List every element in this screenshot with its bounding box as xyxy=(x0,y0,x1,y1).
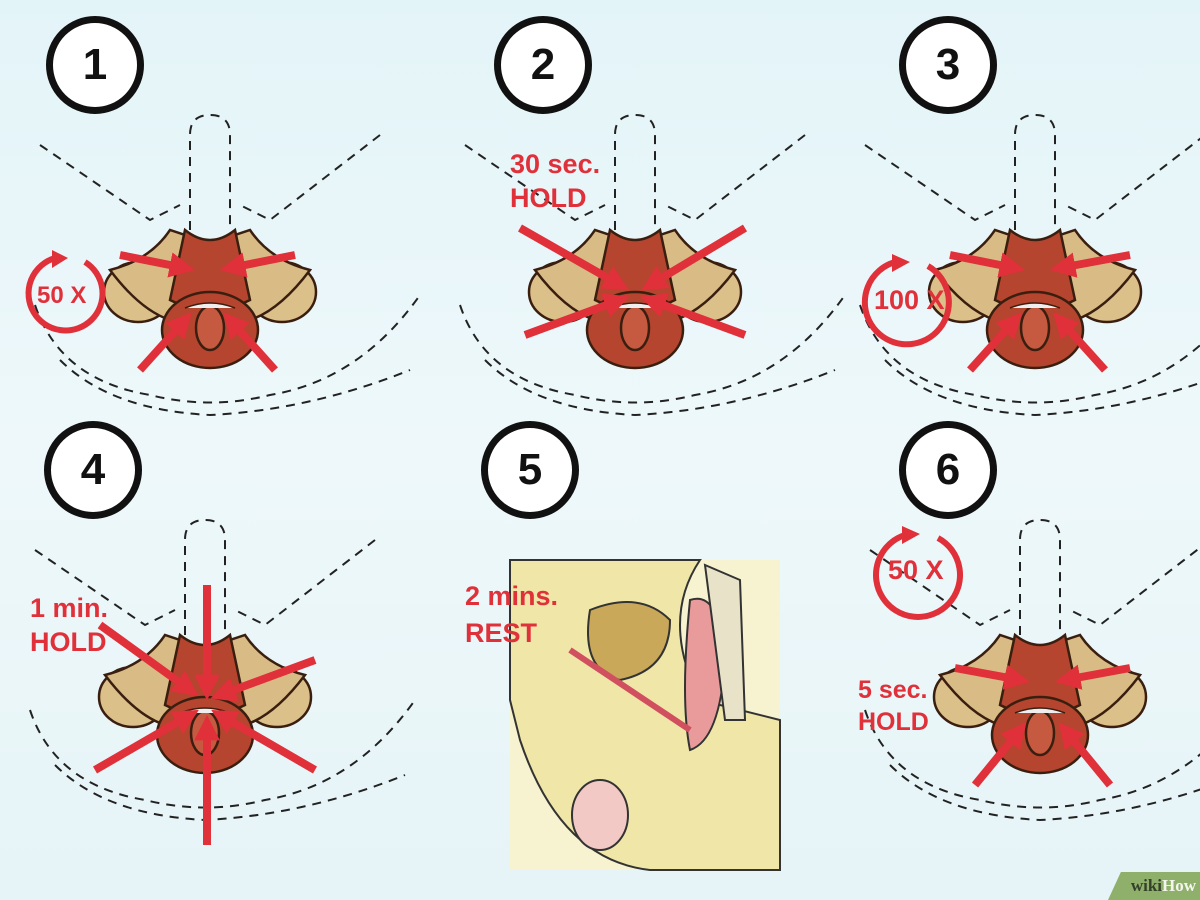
step-3-arrows xyxy=(949,251,1131,373)
step-6-hold: HOLD xyxy=(858,708,929,736)
repeat-icon xyxy=(25,250,106,334)
step-number-4: 4 xyxy=(44,421,142,519)
step-6-arrows xyxy=(954,664,1131,788)
step-3-repetitions: 100 X xyxy=(874,285,945,315)
step-1-repetitions: 50 X xyxy=(37,282,87,309)
step-number-2: 2 xyxy=(494,16,592,114)
step-5-sagittal-figure xyxy=(509,559,781,871)
wikihow-logo: wikiHow xyxy=(1108,872,1200,900)
step-1-arrows xyxy=(119,251,296,373)
step-number-6: 6 xyxy=(899,421,997,519)
step-number-3: 3 xyxy=(899,16,997,114)
step-number-1: 1 xyxy=(46,16,144,114)
step-4-duration: 1 min. xyxy=(30,593,109,623)
step-5-duration: 2 mins. xyxy=(465,581,559,611)
step-4-arrows xyxy=(92,585,318,845)
step-4-figure xyxy=(29,519,416,821)
repeat-icon xyxy=(873,526,963,620)
step-3-figure xyxy=(859,114,1200,416)
step-4-hold: HOLD xyxy=(30,627,107,657)
repeat-icon xyxy=(861,254,952,348)
step-number-5: 5 xyxy=(481,421,579,519)
logo-wiki: wiki xyxy=(1130,876,1162,895)
step-2-duration: 30 sec. xyxy=(510,149,601,179)
step-2-hold: HOLD xyxy=(510,183,587,213)
step-6-duration: 5 sec. xyxy=(858,676,928,704)
step-2-arrows xyxy=(518,224,748,339)
step-6-repetitions: 50 X xyxy=(888,555,944,585)
step-5-rest: REST xyxy=(465,618,538,648)
logo-how: How xyxy=(1162,876,1196,895)
